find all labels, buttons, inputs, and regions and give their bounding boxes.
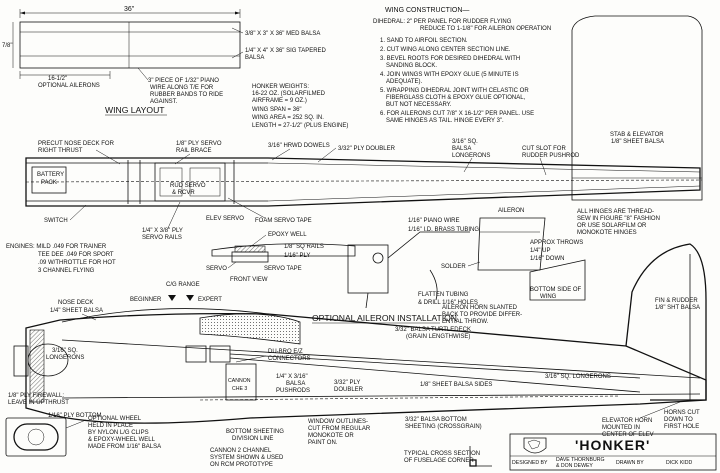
wing-layout-title: WING LAYOUT (105, 105, 165, 115)
servo-bay (154, 162, 226, 202)
solder-label: SOLDER (441, 264, 466, 270)
fuselage-side-view: CANNON CHE 3 NOSE DECK 1/4" SHEET BALSA … (8, 243, 707, 446)
wing-construction-notes: WING CONSTRUCTION— DIHEDRAL: 2" PER PANE… (373, 7, 551, 124)
aileron-label-detail: AILERON (498, 208, 524, 214)
sig-balsa-label: 1/4" X 4" X 36" SIG TAPERED BALSA (245, 48, 328, 61)
sheeting-line-note: BOTTOM SHEETING DIVISION LINE (226, 429, 286, 442)
servo-rail-note: 1/8" PLY SERVO RAIL BRACE (176, 141, 223, 154)
wheel-well-note: OPTIONAL WHEEL HELD IN PLACE BY NYLON L/… (88, 416, 161, 450)
wing-chord-dimension: 7/8" (2, 43, 12, 49)
firewall-note: 1/8" PLY FIREWALL: LEAVE IN UPTHRUST (8, 393, 69, 406)
engines-note: ENGINES: MILD .049 FOR TRAINER TEE DEE .… (6, 244, 117, 274)
aileron-servo-body (347, 244, 389, 294)
aileron-installation-title: OPTIONAL AILERON INSTALLATION (312, 313, 457, 323)
piano-wire-label: 1/16" PIANO WIRE (408, 218, 459, 224)
bottom-sheeting-note: 3/32" BALSA BOTTOM SHEETING (CROSSGRAIN) (405, 417, 482, 430)
wing-planform (19, 21, 241, 69)
fuselage-top-view: BATTERY PACK RUD SERVO & RCVR PRECUT NOS… (25, 139, 703, 241)
hinges-note: ALL HINGES ARE THREAD- SEW IN FIGURE "8"… (577, 209, 662, 236)
wing-span-dimension: 36" (124, 6, 135, 13)
longerons-right-label: 3/16" SQ. LONGERONS (545, 374, 611, 380)
brass-tubing-label: 1/16" I.D. BRASS TUBING (408, 227, 479, 233)
pushrods-note: 1/4" X 3/16" BALSA PUSHRODS (276, 374, 310, 394)
aileron-installation: EPOXY WELL 1/8" SQ RAILS 1/16" PLY SERVO… (206, 208, 586, 325)
window-outline (199, 313, 301, 345)
wing-construction-title: WING CONSTRUCTION— (385, 7, 469, 14)
nose-deck-note: PRECUT NOSE DECK FOR RIGHT THRUST (38, 141, 116, 154)
elev-servo-label: ELEV SERVO (206, 216, 244, 222)
construction-steps: 1. SAND TO AIRFOIL SECTION. 2. CUT WING … (380, 38, 536, 124)
cross-section-inset: TYPICAL CROSS SECTION OF FUSELAGE CORNER (404, 446, 492, 467)
longerons-left-note: 3/16" SQ. LONGERONS (46, 348, 84, 361)
wheel-well-inset: OPTIONAL WHEEL HELD IN PLACE BY NYLON L/… (5, 416, 161, 457)
ply-rails-note: 1/4" X 3/8" PLY SERVO RAILS (142, 228, 184, 241)
med-balsa-label: 3/8" X 3" X 36" MED BALSA (245, 31, 320, 37)
cross-section-note: TYPICAL CROSS SECTION OF FUSELAGE CORNER (404, 451, 482, 464)
ply-doubler-note: 3/32" PLY DOUBLER (338, 146, 396, 152)
pushrod-slot-note: CUT SLOT FOR RUDDER PUSHROD (522, 146, 580, 159)
cg-beginner-label: BEGINNER (130, 297, 162, 303)
dubro-note: DU-BRO E/Z CONNECTORS (268, 349, 311, 362)
window-note: WINDOW OUTLINES- CUT FROM REGULAR MONOKO… (308, 419, 372, 446)
drawn-by-label: DRAWN BY (616, 460, 644, 466)
ply-label: 1/16" PLY (284, 253, 310, 259)
title-block: 'HONKER' DESIGNED BY DAVE THORNBURG & DO… (509, 433, 717, 471)
cg-range-label: C/G RANGE (166, 282, 200, 288)
stab-elevator-plan: STAB & ELEVATOR 1/8" SHEET BALSA (571, 15, 703, 201)
piano-wire-note: 3" PIECE OF 1/32" PIANO WIRE ALONG T/E F… (148, 78, 225, 105)
horns-cut-note: HORNS CUT DOWN TO FIRST HOLE (664, 410, 701, 430)
sq-rails-label: 1/8" SQ RAILS (284, 244, 324, 250)
battery-pack-box (31, 166, 67, 194)
throws-note: APPROX THROWS 1/4" UP 1/16" DOWN (530, 240, 585, 262)
turtledeck-note: 3/32" BALSA TURTLEDECK (GRAIN LENGTHWISE… (395, 327, 473, 340)
flatten-note: FLATTEN TUBING & DRILL 1/16" HOLES (418, 292, 478, 306)
sheet-sides-label: 1/8" SHEET BALSA SIDES (420, 382, 492, 388)
longerons-note: 3/16" SQ. BALSA LONGERONS (452, 139, 490, 159)
stab-label: STAB & ELEVATOR 1/8" SHEET BALSA (610, 132, 665, 145)
epoxy-well-label: EPOXY WELL (268, 232, 307, 238)
servo-label: SERVO (206, 266, 227, 272)
aileron-dimension: 16-1/2" (48, 76, 67, 82)
bottom-side-note: BOTTOM SIDE OF WING (530, 287, 583, 300)
designers: DAVE THORNBURG & DON DEWEY (556, 457, 606, 469)
servo-tape-label: SERVO TAPE (264, 266, 302, 272)
battery-pack-label: BATTERY PACK (37, 172, 66, 186)
cannon-label: CANNON CHE 3 (228, 378, 252, 392)
front-view-label: FRONT VIEW (230, 277, 268, 283)
plan-title: 'HONKER' (575, 437, 650, 453)
nose-deck-side-note: NOSE DECK 1/4" SHEET BALSA (50, 300, 103, 314)
switch-label: SWITCH (44, 218, 68, 224)
cannon-system-note: CANNON 2 CHANNEL SYSTEM SHOWN & USED ON … (210, 448, 285, 468)
honker-specs: HONKER WEIGHTS: 16-22 OZ. (SOLARFILMED A… (252, 84, 348, 129)
horn-slanted-note: AILERON HORN SLANTED BACK TO PROVIDE DIF… (442, 305, 524, 325)
rcvr-label: RUD SERVO & RCVR (170, 183, 207, 196)
drawn-by-name: DICK KIDD (666, 460, 692, 466)
elevator-horn-note: ELEVATOR HORN MOUNTED IN CENTER OF ELEV (602, 418, 654, 438)
ply-bottom-label: 1/16" PLY BOTTOM (48, 413, 101, 419)
dihedral-note: DIHEDRAL: 2" PER PANEL FOR RUDDER FLYING… (373, 19, 551, 32)
fin-rudder-label: FIN & RUDDER 1/8" SHT BALSA (655, 298, 700, 311)
dowels-note: 3/16" HRWD DOWELS (268, 143, 330, 149)
rcm-emblem (523, 437, 547, 454)
ply-doubler-side-note: 3/32" PLY DOUBLER (334, 380, 364, 393)
cg-expert-label: EXPERT (198, 297, 222, 303)
cannon-receiver (225, 363, 257, 401)
wing-layout: 36" 7/8" 16-1/2" OPTIONAL AILERONS 3/8" … (2, 6, 328, 116)
cg-range: C/G RANGE BEGINNER EXPERT (130, 282, 222, 303)
aileron-label: OPTIONAL AILERONS (38, 83, 100, 89)
designed-by-label: DESIGNED BY (512, 460, 548, 466)
foam-tape-label: FOAM SERVO TAPE (255, 218, 312, 224)
